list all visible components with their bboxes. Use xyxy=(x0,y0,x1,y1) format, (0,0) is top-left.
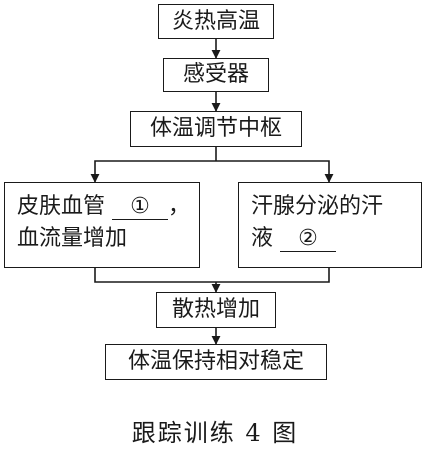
blank-2: ② xyxy=(280,226,336,253)
node-stable-body-temperature: 体温保持相对稳定 xyxy=(105,344,327,380)
figure-caption: 跟踪训练 4 图 xyxy=(131,419,299,447)
skin-vessels-line-2: 血流量增加 xyxy=(17,225,128,251)
arrow-merge-left xyxy=(94,267,216,283)
node-hot-temperature-label: 炎热高温 xyxy=(171,8,260,34)
node-skin-blood-vessels: 皮肤血管 ①， 血流量增加 xyxy=(4,182,200,268)
arrow-branch-left xyxy=(90,160,216,183)
sweat-glands-line-1: 汗腺分泌的汗 xyxy=(251,194,384,219)
node-receptor-label: 感受器 xyxy=(182,62,249,87)
node-sweat-glands: 汗腺分泌的汗 液 ② xyxy=(238,182,422,268)
node-heat-loss-increase-label: 散热增加 xyxy=(171,297,260,322)
node-thermoregulatory-center-label: 体温调节中枢 xyxy=(149,116,282,141)
node-thermoregulatory-center: 体温调节中枢 xyxy=(130,111,302,147)
node-receptor: 感受器 xyxy=(163,58,269,92)
node-hot-temperature: 炎热高温 xyxy=(158,4,274,39)
skin-vessels-text: 皮肤血管 xyxy=(17,194,112,219)
sweat-glands-line-2: 液 ② xyxy=(251,223,411,255)
arrow-branch-right xyxy=(216,160,334,183)
skin-vessels-comma: ， xyxy=(168,194,191,219)
blank-1: ① xyxy=(112,194,168,221)
sweat-glands-text: 液 xyxy=(251,225,280,251)
node-stable-body-temperature-label: 体温保持相对稳定 xyxy=(127,349,304,374)
arrow-merge-right xyxy=(216,267,330,283)
node-heat-loss-increase: 散热增加 xyxy=(156,292,276,328)
skin-vessels-line-1: 皮肤血管 ①， xyxy=(17,191,191,223)
